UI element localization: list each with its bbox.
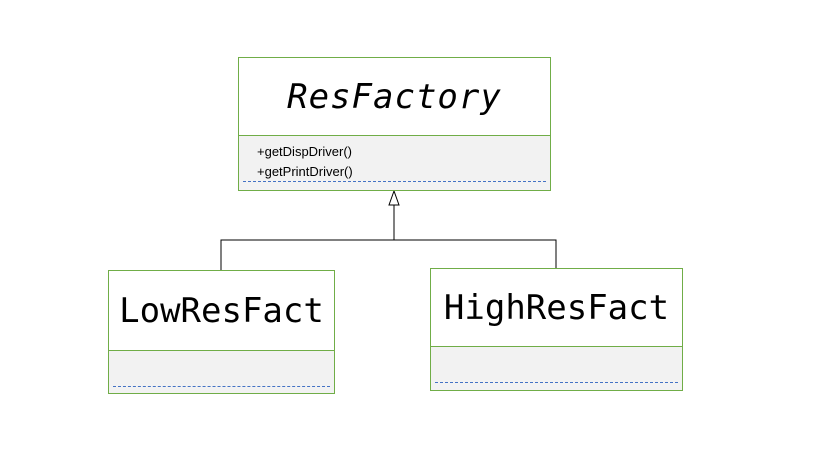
compartment-separator xyxy=(435,382,678,383)
operation-getprintdriver: +getPrintDriver() xyxy=(257,164,353,179)
class-name-resfactory: ResFactory xyxy=(239,58,550,136)
class-name-highresfact: HighResFact xyxy=(431,269,682,347)
class-lowresfact[interactable]: LowResFact xyxy=(108,270,335,394)
generalization-arrowhead xyxy=(388,189,400,206)
operations-compartment-resfactory: +getDispDriver() +getPrintDriver() xyxy=(239,136,550,190)
operations-compartment-lowresfact xyxy=(109,351,334,393)
class-highresfact[interactable]: HighResFact xyxy=(430,268,683,391)
connector-lowresfact xyxy=(220,205,395,270)
class-name-lowresfact: LowResFact xyxy=(109,271,334,351)
operation-getdispdriver: +getDispDriver() xyxy=(257,144,352,159)
connector-highresfact xyxy=(394,239,557,268)
compartment-separator xyxy=(113,386,330,387)
compartment-separator xyxy=(243,181,546,182)
operations-compartment-highresfact xyxy=(431,347,682,390)
class-resfactory[interactable]: ResFactory +getDispDriver() +getPrintDri… xyxy=(238,57,551,191)
